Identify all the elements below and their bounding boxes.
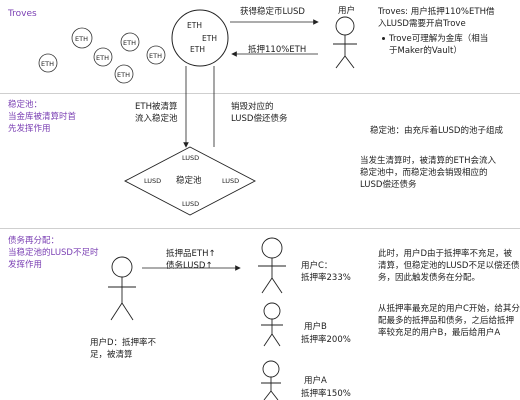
section-label-redistribution: 发挥作用 — [8, 260, 43, 270]
user-a-figure — [261, 360, 281, 400]
user-figure — [333, 16, 357, 69]
eth-coin-label: ETH — [117, 71, 130, 79]
diamond-center-label: 稳定池 — [176, 176, 202, 186]
troves-desc-line: Troves: 用户抵押110%ETH借 — [378, 7, 495, 17]
pool-desc-line: 稳定池中，而稳定池会销毁相应的 — [360, 168, 488, 178]
redistribution-desc-line: 配最多的抵押品和债务，之后给抵押 — [378, 316, 515, 326]
eth-coin-label: ETH — [149, 52, 162, 60]
eth-big-label: ETH — [187, 21, 202, 30]
user-b-figure — [261, 302, 283, 347]
user-d-figure — [108, 256, 136, 321]
user-label: 用户 — [338, 6, 356, 16]
redistribution-desc-line: 务，因此触发债务在分配。 — [378, 273, 481, 283]
redistribution-desc-line: 此时，用户D由于抵押率不充足，被 — [378, 249, 513, 259]
divider-1 — [0, 93, 520, 94]
redistribute-arrow-label: 债务LUSD↑ — [166, 261, 213, 271]
user-d-label: 用户D：抵押率不 — [90, 338, 157, 348]
lusd-label: LUSD — [182, 200, 200, 208]
redistribution-desc-line: 清算，但稳定池的LUSD不足以偿还债 — [378, 261, 520, 271]
stability-pool-diamond — [124, 146, 256, 216]
troves-bullet-text: Trove可理解为金库（相当 — [389, 34, 489, 44]
user-b-label: 用户B — [304, 322, 327, 332]
eth-liquidated-label: ETH被清算 — [135, 102, 178, 112]
section-label-pool: 先发挥作用 — [8, 124, 51, 134]
section-label-redistribution: 当稳定池的LUSD不足时 — [8, 248, 99, 258]
redistribute-arrow-label: 抵押品ETH↑ — [166, 249, 216, 259]
troves-desc-line: 入LUSD需要开启Trove — [378, 19, 466, 29]
redistribution-desc-line: 从抵押率最充足的用户C开始，给其分 — [378, 304, 520, 314]
eth-trove-circle — [171, 9, 229, 67]
section-label-pool: 稳定池： — [8, 100, 43, 110]
user-a-label: 用户A — [304, 376, 327, 386]
redistribution-desc-line: 率较充足的用户B，最后给用户A — [378, 328, 501, 338]
divider-2 — [0, 228, 520, 229]
user-d-label: 足，被清算 — [90, 350, 133, 360]
bullet-icon — [382, 37, 385, 40]
pool-desc-line: 当发生清算时，被清算的ETH会流入 — [360, 156, 496, 166]
burn-lusd-label: 销毁对应的 — [231, 102, 274, 112]
user-c-figure — [258, 237, 286, 294]
eth-coin-label: ETH — [75, 35, 88, 43]
user-c-label: 抵押率233% — [301, 273, 351, 283]
eth-coins — [38, 27, 166, 84]
troves-bullet-line: 于Maker的Vault） — [389, 46, 462, 56]
lusd-label: LUSD — [144, 177, 162, 185]
troves-bullet-line: Trove可理解为金库（相当 — [382, 34, 488, 45]
user-b-label: 抵押率200% — [301, 335, 351, 345]
arrow-get-lusd-label: 获得稳定币LUSD — [240, 7, 305, 17]
eth-big-label: ETH — [190, 45, 205, 54]
eth-liquidated-label: 流入稳定池 — [135, 114, 178, 124]
lusd-label: LUSD — [222, 177, 240, 185]
user-c-label: 用户C： — [301, 261, 333, 271]
eth-big-label: ETH — [202, 34, 217, 43]
section-label-troves: Troves — [8, 9, 37, 19]
burn-lusd-label: LUSD偿还债务 — [231, 114, 288, 124]
eth-coin-label: ETH — [123, 39, 136, 47]
user-a-label: 抵押率150% — [301, 389, 351, 399]
eth-coin-label: ETH — [96, 54, 109, 62]
section-label-redistribution: 债务再分配： — [8, 236, 60, 246]
lusd-label: LUSD — [182, 154, 200, 162]
eth-coin-label: ETH — [41, 60, 54, 68]
arrow-collateral-label: 抵押110%ETH — [248, 45, 307, 55]
section-label-pool: 当金库被清算时首 — [8, 112, 77, 122]
pool-desc-line: LUSD偿还债务 — [360, 180, 417, 190]
pool-desc-line: 稳定池：由充斥着LUSD的池子组成 — [370, 126, 503, 136]
